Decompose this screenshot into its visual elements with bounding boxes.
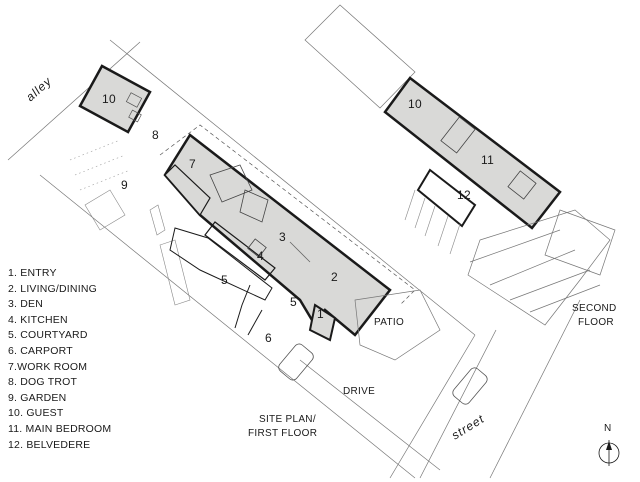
legend-item-main-bedroom: 11. MAIN BEDROOM — [8, 422, 112, 435]
street-curb — [419, 329, 497, 479]
alley-line — [7, 41, 141, 161]
site-plan-label-line1: SITE PLAN/ — [259, 414, 316, 425]
site-plan-label-line2: FIRST FLOOR — [248, 428, 318, 439]
drive-edge — [299, 359, 441, 471]
room-number-1: 1 — [317, 307, 324, 321]
second-floor-label-line2: FLOOR — [578, 317, 614, 328]
room-number-4: 4 — [257, 249, 264, 263]
room-number-9: 9 — [121, 178, 128, 192]
north-arrow — [598, 440, 620, 466]
legend-item-dog-trot: 8. DOG TROT — [8, 376, 78, 389]
second-floor-label-line1: SECOND — [572, 303, 617, 314]
garden-beds — [84, 189, 191, 306]
legend-item-work-room: 7.WORK ROOM — [8, 360, 88, 373]
room-number-10-second: 10 — [408, 97, 422, 111]
property-line-east — [389, 334, 476, 479]
patio — [354, 289, 441, 361]
room-number-2: 2 — [331, 270, 338, 284]
legend-item-belvedere: 12. BELVEDERE — [8, 438, 91, 451]
legend-item-courtyard: 5. COURTYARD — [8, 329, 88, 342]
room-legend: 1. ENTRY 2. LIVING/DINING 3. DEN 4. KITC… — [8, 266, 111, 453]
street-line — [489, 299, 581, 479]
legend-item-garden: 9. GARDEN — [8, 391, 67, 404]
north-label: N — [604, 423, 612, 434]
room-number-5a: 5 — [221, 273, 228, 287]
legend-item-carport: 6. CARPORT — [8, 344, 73, 357]
legend-item-kitchen: 4. KITCHEN — [8, 313, 68, 326]
guest-house — [78, 64, 152, 134]
drive-label: DRIVE — [343, 386, 376, 397]
legend-item-living-dining: 2. LIVING/DINING — [8, 282, 97, 295]
room-number-7: 7 — [189, 157, 196, 171]
car-street — [452, 367, 488, 405]
room-number-11: 11 — [481, 153, 495, 167]
room-number-5b: 5 — [290, 295, 297, 309]
room-number-8: 8 — [152, 128, 159, 142]
property-line-west — [39, 174, 416, 479]
patio-label: PATIO — [374, 317, 405, 328]
room-number-10: 10 — [102, 92, 116, 106]
room-number-6: 6 — [265, 331, 272, 345]
property-line-north — [109, 39, 476, 336]
legend-item-guest: 10. GUEST — [8, 407, 64, 420]
car-carport — [278, 343, 314, 381]
legend-item-entry: 1. ENTRY — [8, 267, 57, 279]
room-number-12: 12 — [457, 188, 471, 202]
room-number-3: 3 — [279, 230, 286, 244]
courtyard-walls — [169, 227, 273, 336]
legend-item-den: 3. DEN — [8, 298, 44, 311]
main-house — [163, 133, 392, 342]
second-floor — [304, 4, 616, 326]
